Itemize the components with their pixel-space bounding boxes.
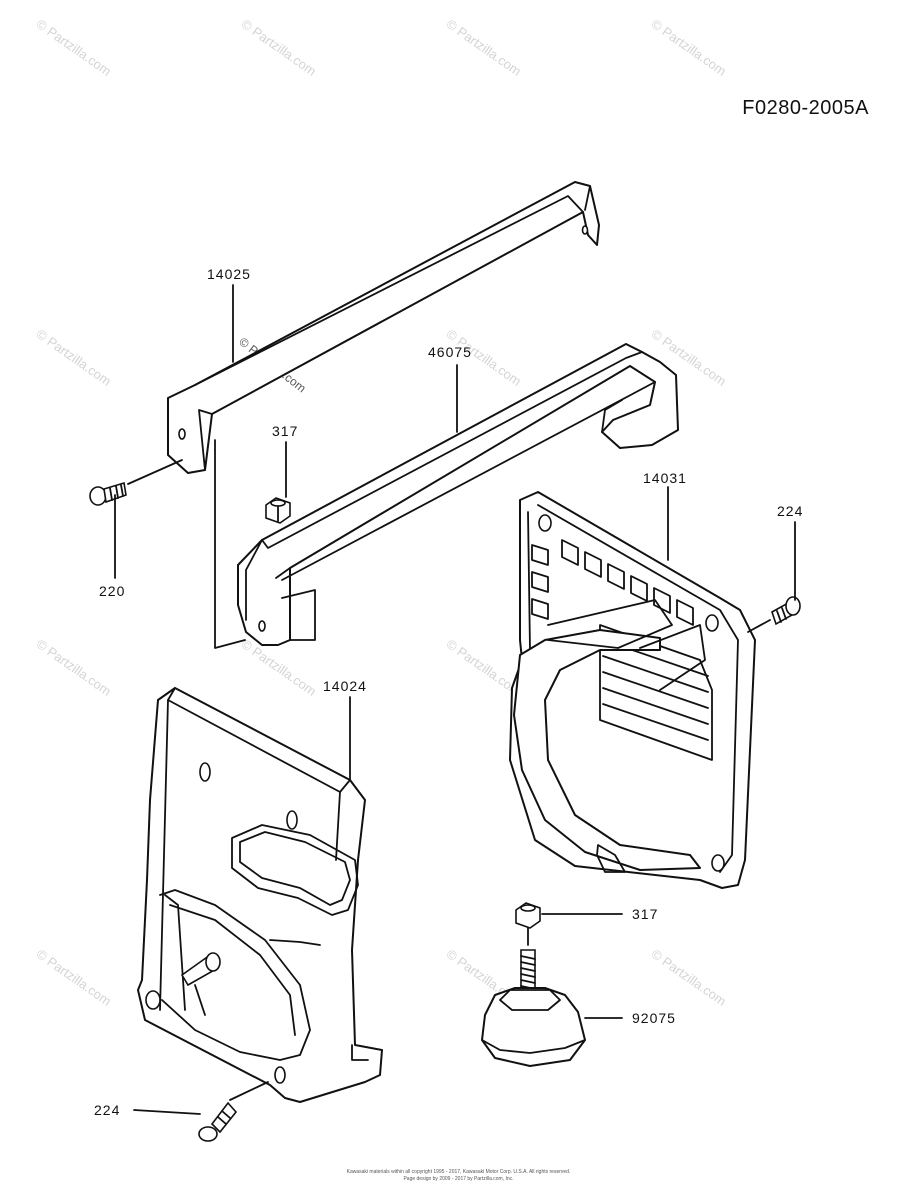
diagram-code: F0280-2005A [742,97,869,119]
copyright-footer-line-2: Page design by 2009 - 2017 by Partzilla.… [403,1176,514,1182]
nut-317-lower [515,902,541,946]
label-317-lower: 317 [632,906,659,922]
assembly-guide-line [127,459,183,485]
label-92075: 92075 [632,1010,676,1026]
label-46075: 46075 [428,344,472,360]
label-14024: 14024 [323,678,367,694]
handle-bar-46075 [237,343,679,646]
screw-224-bottom [198,1081,269,1142]
front-cover-14024 [137,687,383,1103]
screw-224-right [747,596,801,633]
label-224-right: 224 [777,503,804,519]
screw-220 [89,481,127,506]
label-14031: 14031 [643,470,687,486]
nut-317-upper [265,497,291,524]
mount-92075 [481,949,586,1067]
assembly-guide-line [214,439,246,649]
leader-lines [114,284,796,1115]
handle-bar-14025 [167,181,600,474]
label-220: 220 [99,583,126,599]
label-14025: 14025 [207,266,251,282]
rear-cover-14031 [509,491,756,889]
label-224-bottom: 224 [94,1102,121,1118]
copyright-footer: Kawasaki materials within all copyright … [346,1169,571,1175]
label-317-upper: 317 [272,423,299,439]
